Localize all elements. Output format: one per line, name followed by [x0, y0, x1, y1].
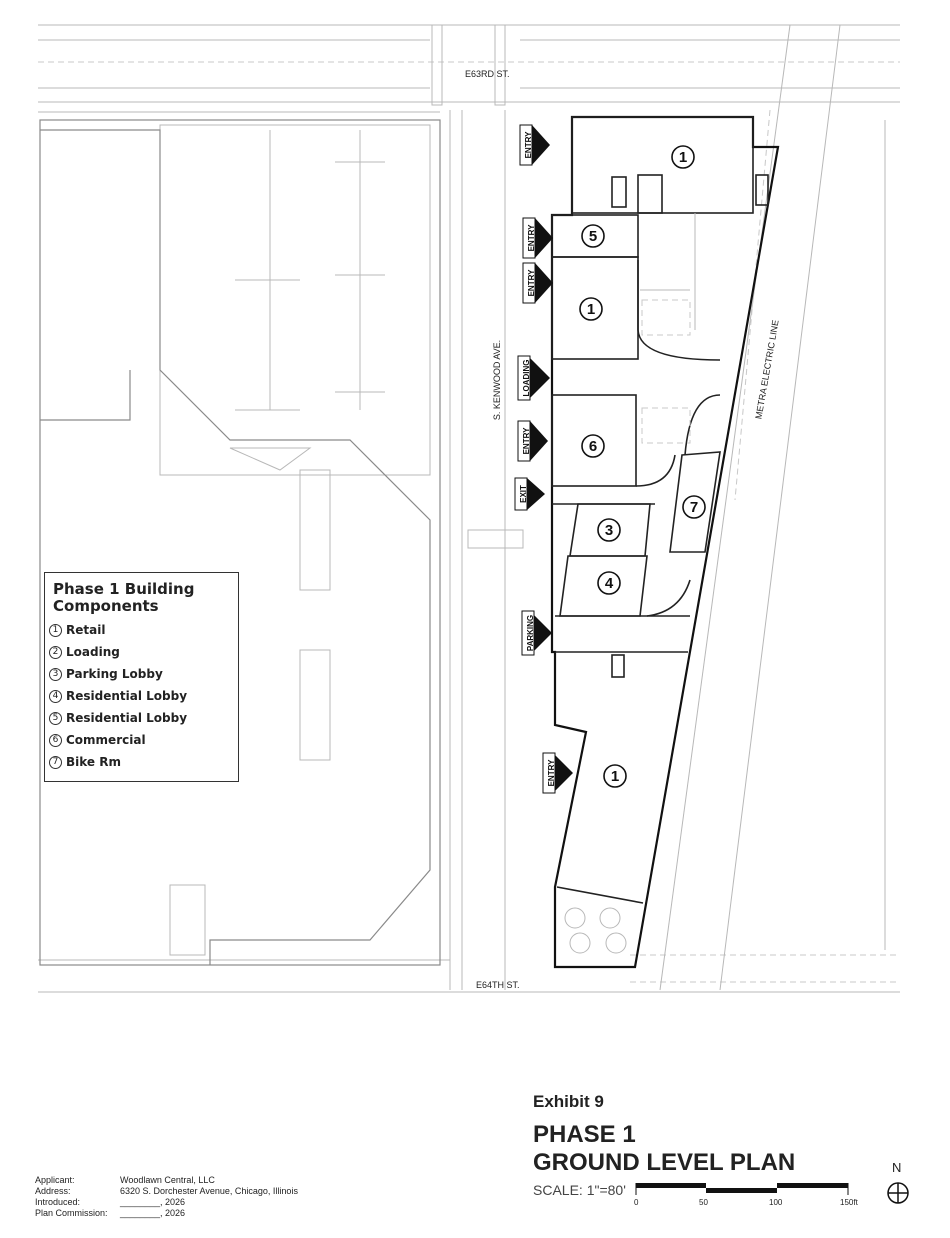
svg-text:PARKING: PARKING: [526, 615, 535, 651]
scale-label: SCALE: 1"=80': [533, 1182, 626, 1198]
plan-title-line2: GROUND LEVEL PLAN: [533, 1149, 796, 1176]
entry-tag: ENTRY: [519, 124, 550, 166]
svg-text:3: 3: [605, 522, 613, 539]
street-label-kenwood: S. KENWOOD AVE.: [492, 340, 502, 420]
svg-text:1: 1: [611, 768, 619, 785]
svg-text:1: 1: [587, 301, 595, 318]
room-marker: 1: [671, 145, 695, 169]
svg-text:ENTRY: ENTRY: [522, 427, 531, 454]
svg-text:6: 6: [589, 438, 597, 455]
svg-text:5: 5: [589, 228, 597, 245]
scale-tick: 150ft: [840, 1198, 858, 1207]
svg-text:1: 1: [679, 149, 687, 166]
scale-tick: 100: [769, 1198, 783, 1207]
entry-tag: ENTRY: [522, 262, 553, 304]
room-marker: 4: [597, 571, 621, 595]
plan-title-line1: PHASE 1: [533, 1121, 636, 1148]
scale-bar: [635, 1183, 849, 1195]
scale-tick: 50: [699, 1198, 708, 1207]
room-marker: 6: [581, 434, 605, 458]
building-footprint: [550, 115, 780, 969]
street-label-e64th: E64TH ST.: [476, 980, 520, 990]
exhibit-number: Exhibit 9: [533, 1092, 604, 1111]
adjacent-parcel: [39, 110, 524, 990]
street-e64th: [38, 954, 900, 993]
svg-text:ENTRY: ENTRY: [527, 269, 536, 296]
room-marker: 3: [597, 518, 621, 542]
room-marker: 1: [579, 297, 603, 321]
scale-tick: 0: [634, 1198, 639, 1207]
room-number-markers: 1 5 1 6 7 3 4 1: [579, 145, 706, 788]
svg-text:4: 4: [605, 575, 614, 592]
street-label-e63rd: E63RD ST.: [465, 69, 510, 79]
exit-tag: EXIT: [514, 477, 545, 511]
access-tags: ENTRY ENTRY ENTRY LOADING ENTRY EXIT PAR…: [514, 124, 573, 794]
parking-tag: PARKING: [521, 610, 552, 656]
svg-text:ENTRY: ENTRY: [524, 131, 533, 158]
room-marker: 1: [603, 764, 627, 788]
svg-text:ENTRY: ENTRY: [547, 759, 556, 786]
entry-tag: ENTRY: [542, 752, 573, 794]
room-commercial: [551, 394, 637, 487]
room-bike: [669, 451, 721, 553]
room-marker: 5: [581, 224, 605, 248]
entry-tag: ENTRY: [522, 217, 553, 259]
applicant-labels: Applicant:Address:Introduced:Plan Commis…: [35, 1175, 108, 1218]
svg-text:ENTRY: ENTRY: [527, 224, 536, 251]
rail-label-metra: METRA ELECTRIC LINE: [753, 319, 780, 420]
room-marker: 7: [682, 495, 706, 519]
svg-text:LOADING: LOADING: [522, 360, 531, 397]
svg-text:7: 7: [690, 499, 698, 516]
north-arrow-icon: [887, 1182, 909, 1204]
entry-tag: ENTRY: [517, 420, 548, 462]
north-label: N: [892, 1160, 902, 1175]
street-e63rd: [38, 24, 900, 113]
svg-text:EXIT: EXIT: [519, 485, 528, 503]
loading-tag: LOADING: [517, 355, 550, 401]
